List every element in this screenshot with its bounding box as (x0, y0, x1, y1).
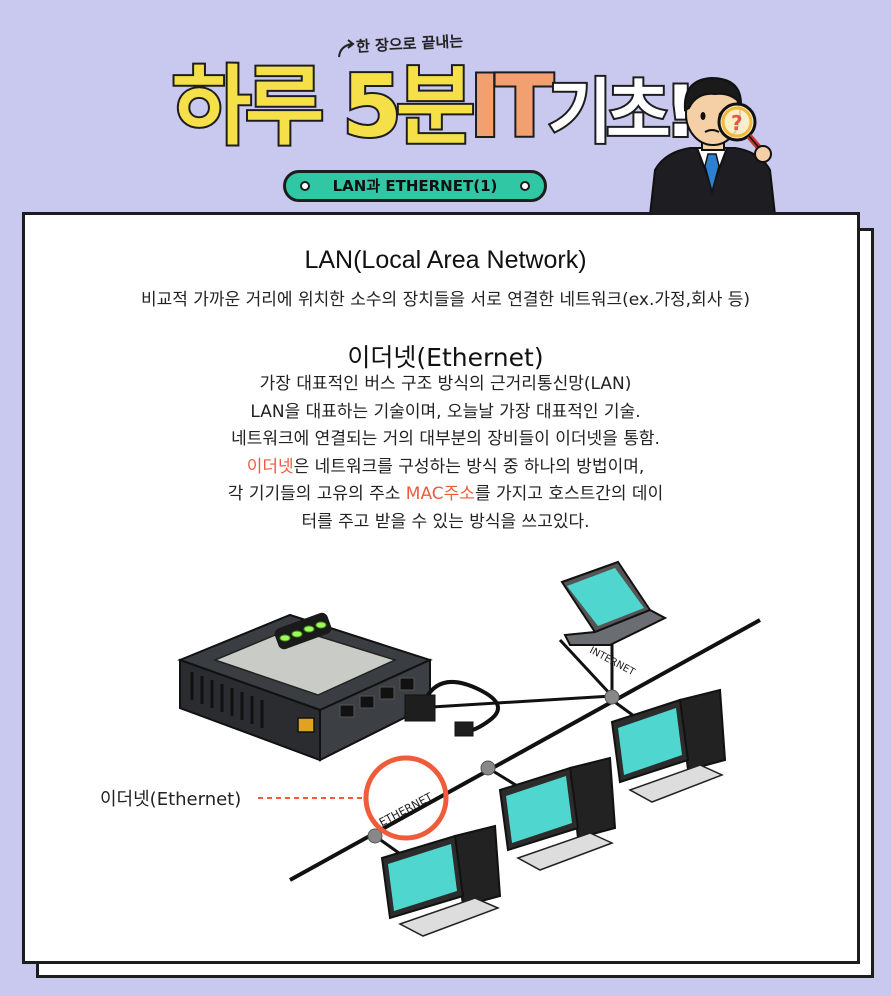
ethernet-callout-label: 이더넷(Ethernet) (100, 789, 242, 810)
main-title-part2: IT (467, 55, 556, 159)
laptop-icon (560, 560, 668, 646)
ethernet-heading: 이더넷(Ethernet) (347, 343, 544, 372)
highlight-ethernet: 이더넷 (246, 456, 294, 477)
ethernet-line-4: 이더넷은 네트워크를 구성하는 방식 중 하나의 방법이며, (0, 454, 891, 482)
ethernet-line-2: LAN을 대표하는 기술이며, 오늘날 가장 대표적인 기술. (250, 401, 641, 422)
ethernet-highlight-ring (363, 755, 449, 841)
topic-pill-label: LAN과 ETHERNET(1) (332, 177, 498, 195)
main-title-part3: 기초! (546, 69, 699, 155)
svg-text:?: ? (731, 111, 743, 135)
ethernet-line-6: 터를 주고 받을 수 있는 방식을 쓰고있다. (301, 511, 590, 532)
header: 한 장으로 끝내는 하루 5분IT기초! LAN과 ETHERNET(1) ? (0, 0, 891, 215)
ethernet-cable-label: ETHERNET (377, 790, 435, 829)
topic-pill: LAN과 ETHERNET(1) (283, 170, 547, 202)
ethernet-line-5-pre: 각 기기들의 고유의 주소 (227, 484, 406, 504)
highlight-mac-address: MAC주소 (405, 484, 475, 504)
main-title: 하루 5분IT기초! (170, 55, 699, 160)
ethernet-line-5-post: 를 가지고 호스트간의 데이 (474, 484, 664, 504)
junction-dot (604, 689, 620, 705)
junction-dot (480, 760, 496, 776)
junction-dot (367, 828, 383, 844)
desktop-computer-icon (380, 824, 502, 937)
main-title-part1: 하루 5분 (170, 55, 477, 159)
pill-dot-left (300, 181, 310, 191)
ethernet-description: 가장 대표적인 버스 구조 방식의 근거리통신망(LAN) LAN을 대표하는 … (0, 371, 891, 536)
ethernet-line-1: 가장 대표적인 버스 구조 방식의 근거리통신망(LAN) (259, 374, 632, 394)
network-switch-icon (177, 612, 433, 762)
content-card (22, 212, 860, 964)
ethernet-line-4-text: 은 네트워크를 구성하는 방식 중 하나의 방법이며, (293, 456, 645, 477)
lan-description: 비교적 가까운 거리에 위치한 소수의 장치들을 서로 연결한 네트워크(ex.… (140, 290, 751, 310)
header-subtitle: 한 장으로 끝내는 (355, 32, 464, 56)
pill-dot-right (520, 181, 530, 191)
desktop-computer-icon (498, 756, 617, 871)
detective-character-icon: ? (648, 76, 777, 215)
lan-heading: LAN(Local Area Network) (304, 246, 587, 274)
ethernet-adapter-icon (404, 680, 500, 737)
network-diagram: INTERNET ETHERNET (177, 560, 761, 937)
ethernet-line-3: 네트워크에 연결되는 거의 대부분의 장비들이 이더넷을 통함. (231, 429, 660, 449)
curved-arrow-icon (338, 39, 355, 58)
desktop-computer-icon (610, 688, 727, 803)
ethernet-line-5: 각 기기들의 고유의 주소 MAC주소를 가지고 호스트간의 데이 (0, 481, 891, 509)
